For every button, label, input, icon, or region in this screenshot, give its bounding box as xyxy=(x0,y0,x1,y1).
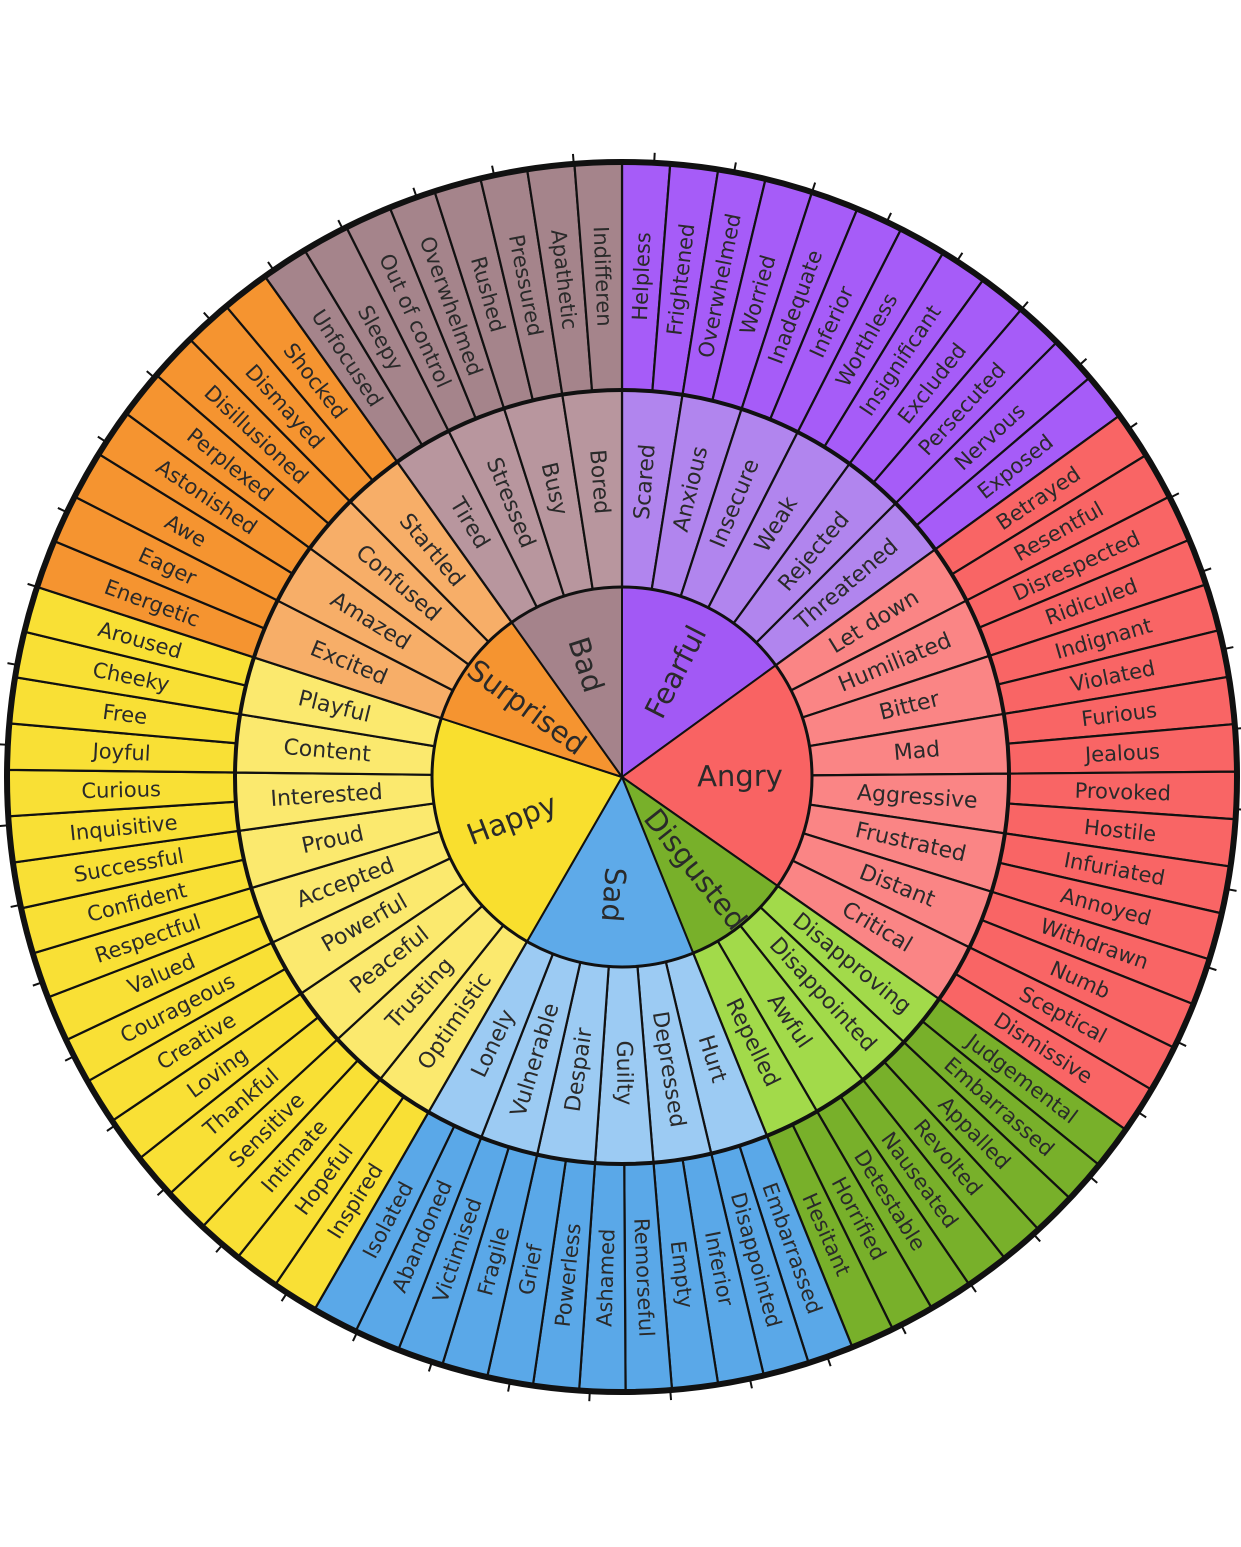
outer-label-bad-indifferen: Indifferen xyxy=(589,226,617,327)
core-ring-border xyxy=(430,585,814,969)
outer-label-happy-curious: Curious xyxy=(81,777,161,803)
outer-label-angry-jealous: Jealous xyxy=(1082,739,1160,767)
middle-label-bad-bored: Bored xyxy=(584,449,614,515)
outer-ring-border xyxy=(4,159,1240,1395)
outer-label-angry-provoked: Provoked xyxy=(1074,779,1171,806)
middle-label-sad-guilty: Guilty xyxy=(611,1040,636,1105)
segments xyxy=(5,160,1239,1394)
outer-label-sad-remorseful: Remorseful xyxy=(629,1218,658,1338)
outer-label-sad-ashamed: Ashamed xyxy=(592,1228,619,1327)
core-label-sad: Sad xyxy=(595,866,633,923)
middle-label-angry-mad: Mad xyxy=(893,737,941,766)
outer-label-happy-free: Free xyxy=(101,700,148,729)
outer-label-happy-joyful: Joyful xyxy=(90,739,151,766)
middle-label-fearful-scared: Scared xyxy=(630,443,661,520)
middle-ring-border xyxy=(233,388,1011,1166)
outer-tick-marks xyxy=(0,152,1241,1402)
core-label-angry: Angry xyxy=(697,759,783,794)
outer-label-fearful-helpless: Helpless xyxy=(628,232,655,321)
